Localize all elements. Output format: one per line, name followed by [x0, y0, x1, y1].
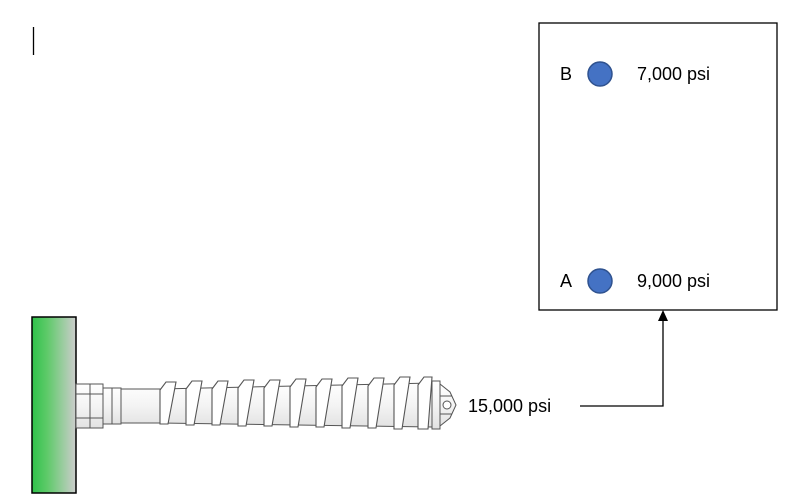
point-a-letter: A	[560, 271, 572, 291]
point-b-letter: B	[560, 64, 572, 84]
point-b-pressure: 7,000 psi	[637, 64, 710, 84]
arrow-up-icon	[580, 310, 668, 407]
point-b-marker	[587, 61, 613, 87]
point-a-pressure: 9,000 psi	[637, 271, 710, 291]
point-a-marker	[587, 268, 613, 294]
mold-box-outline	[538, 22, 778, 311]
screw-flights	[159, 376, 433, 430]
arrow-head	[658, 310, 668, 321]
drive-block	[31, 316, 77, 494]
screw-pressure: 15,000 psi	[468, 396, 551, 416]
screw-check-ring	[431, 380, 441, 430]
injection-screw-icon	[75, 376, 457, 430]
connector-line	[580, 316, 664, 407]
mold-box: B 7,000 psi A 9,000 psi	[538, 22, 778, 311]
